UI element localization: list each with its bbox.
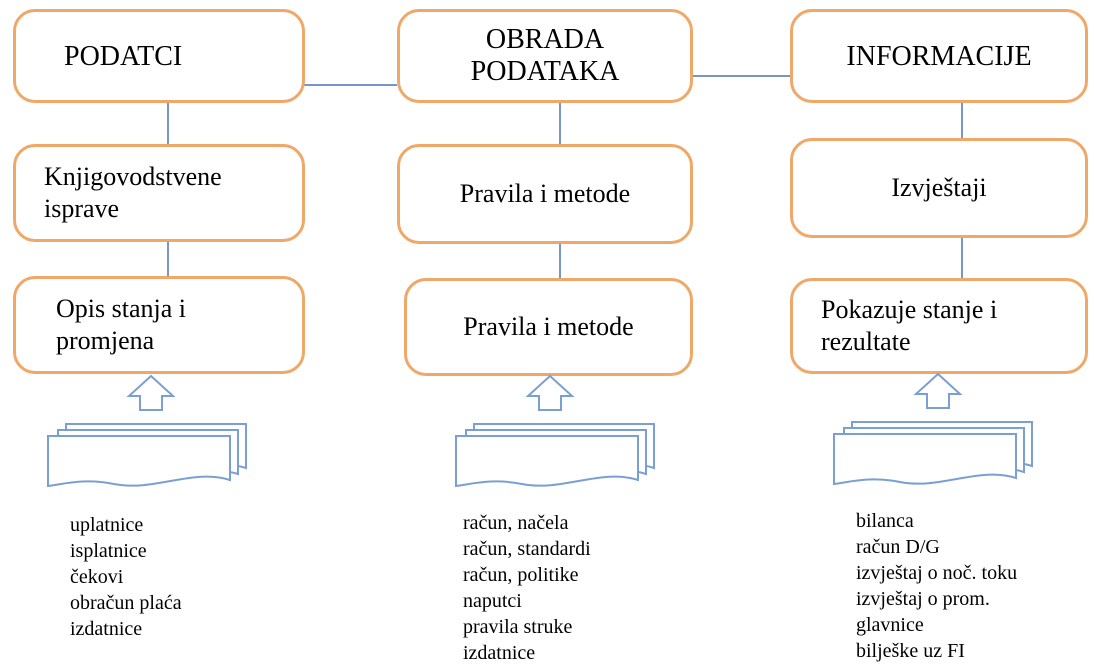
box-informacije: INFORMACIJE xyxy=(790,9,1088,103)
box-knjigovodstvene-isprave-label: Knjigovodstvene isprave xyxy=(44,161,222,224)
list-item: izdatnice xyxy=(70,618,143,640)
box-izvjestaji: Izvještaji xyxy=(790,138,1088,238)
box-pravila-i-metode-2: Pravila i metode xyxy=(404,278,693,376)
list-item: naputci xyxy=(463,590,522,612)
list-item: izvještaj o noč. toku xyxy=(856,562,1018,584)
list-col1: uplatnice isplatnice čekovi obračun plać… xyxy=(70,512,182,642)
list-item: čekovi xyxy=(70,566,124,588)
box-pokazuje-stanje-label: Pokazuje stanje i rezultate xyxy=(821,294,998,357)
box-opis-stanja: Opis stanja i promjena xyxy=(13,276,305,374)
documents-stack-icon xyxy=(47,423,247,488)
list-col2: račun, načela račun, standardi račun, po… xyxy=(463,510,591,666)
box-knjigovodstvene-isprave: Knjigovodstvene isprave xyxy=(13,144,305,242)
list-item: obračun plaća xyxy=(70,592,182,614)
up-arrow-icon xyxy=(126,374,176,411)
list-item: bilješke uz FI xyxy=(856,640,965,662)
icon-group-col3 xyxy=(833,372,1033,486)
list-item: račun, politike xyxy=(463,564,579,586)
icon-group-col2 xyxy=(455,374,655,488)
list-item: uplatnice xyxy=(70,514,144,536)
box-obrada-podataka: OBRADA PODATAKA xyxy=(397,9,693,103)
list-item: izvještaj o prom. xyxy=(856,588,990,610)
list-item: pravila struke xyxy=(463,616,573,638)
icon-group-col1 xyxy=(47,374,247,488)
box-pravila-i-metode-1-label: Pravila i metode xyxy=(459,178,631,208)
up-arrow-icon xyxy=(525,374,575,411)
list-item: račun, standardi xyxy=(463,538,591,560)
box-podatci: PODATCI xyxy=(13,9,305,103)
up-arrow-icon xyxy=(913,372,963,409)
list-item: račun D/G xyxy=(856,536,940,558)
box-pravila-i-metode-2-label: Pravila i metode xyxy=(463,311,634,341)
list-item: račun, načela xyxy=(463,512,569,534)
box-informacije-label: INFORMACIJE xyxy=(846,40,1032,72)
list-col3: bilanca račun D/G izvještaj o noč. toku … xyxy=(856,508,1017,664)
box-podatci-label: PODATCI xyxy=(64,40,183,72)
documents-stack-icon xyxy=(833,421,1033,486)
box-pokazuje-stanje: Pokazuje stanje i rezultate xyxy=(790,278,1088,374)
list-item: bilanca xyxy=(856,510,914,532)
list-item: isplatnice xyxy=(70,540,147,562)
list-item: izdatnice xyxy=(463,642,536,664)
box-pravila-i-metode-1: Pravila i metode xyxy=(397,144,693,244)
box-obrada-podataka-label: OBRADA PODATAKA xyxy=(470,23,620,87)
box-izvjestaji-label: Izvještaji xyxy=(891,172,987,202)
box-opis-stanja-label: Opis stanja i promjena xyxy=(56,293,186,356)
list-item: glavnice xyxy=(856,614,924,636)
documents-stack-icon xyxy=(455,423,655,488)
